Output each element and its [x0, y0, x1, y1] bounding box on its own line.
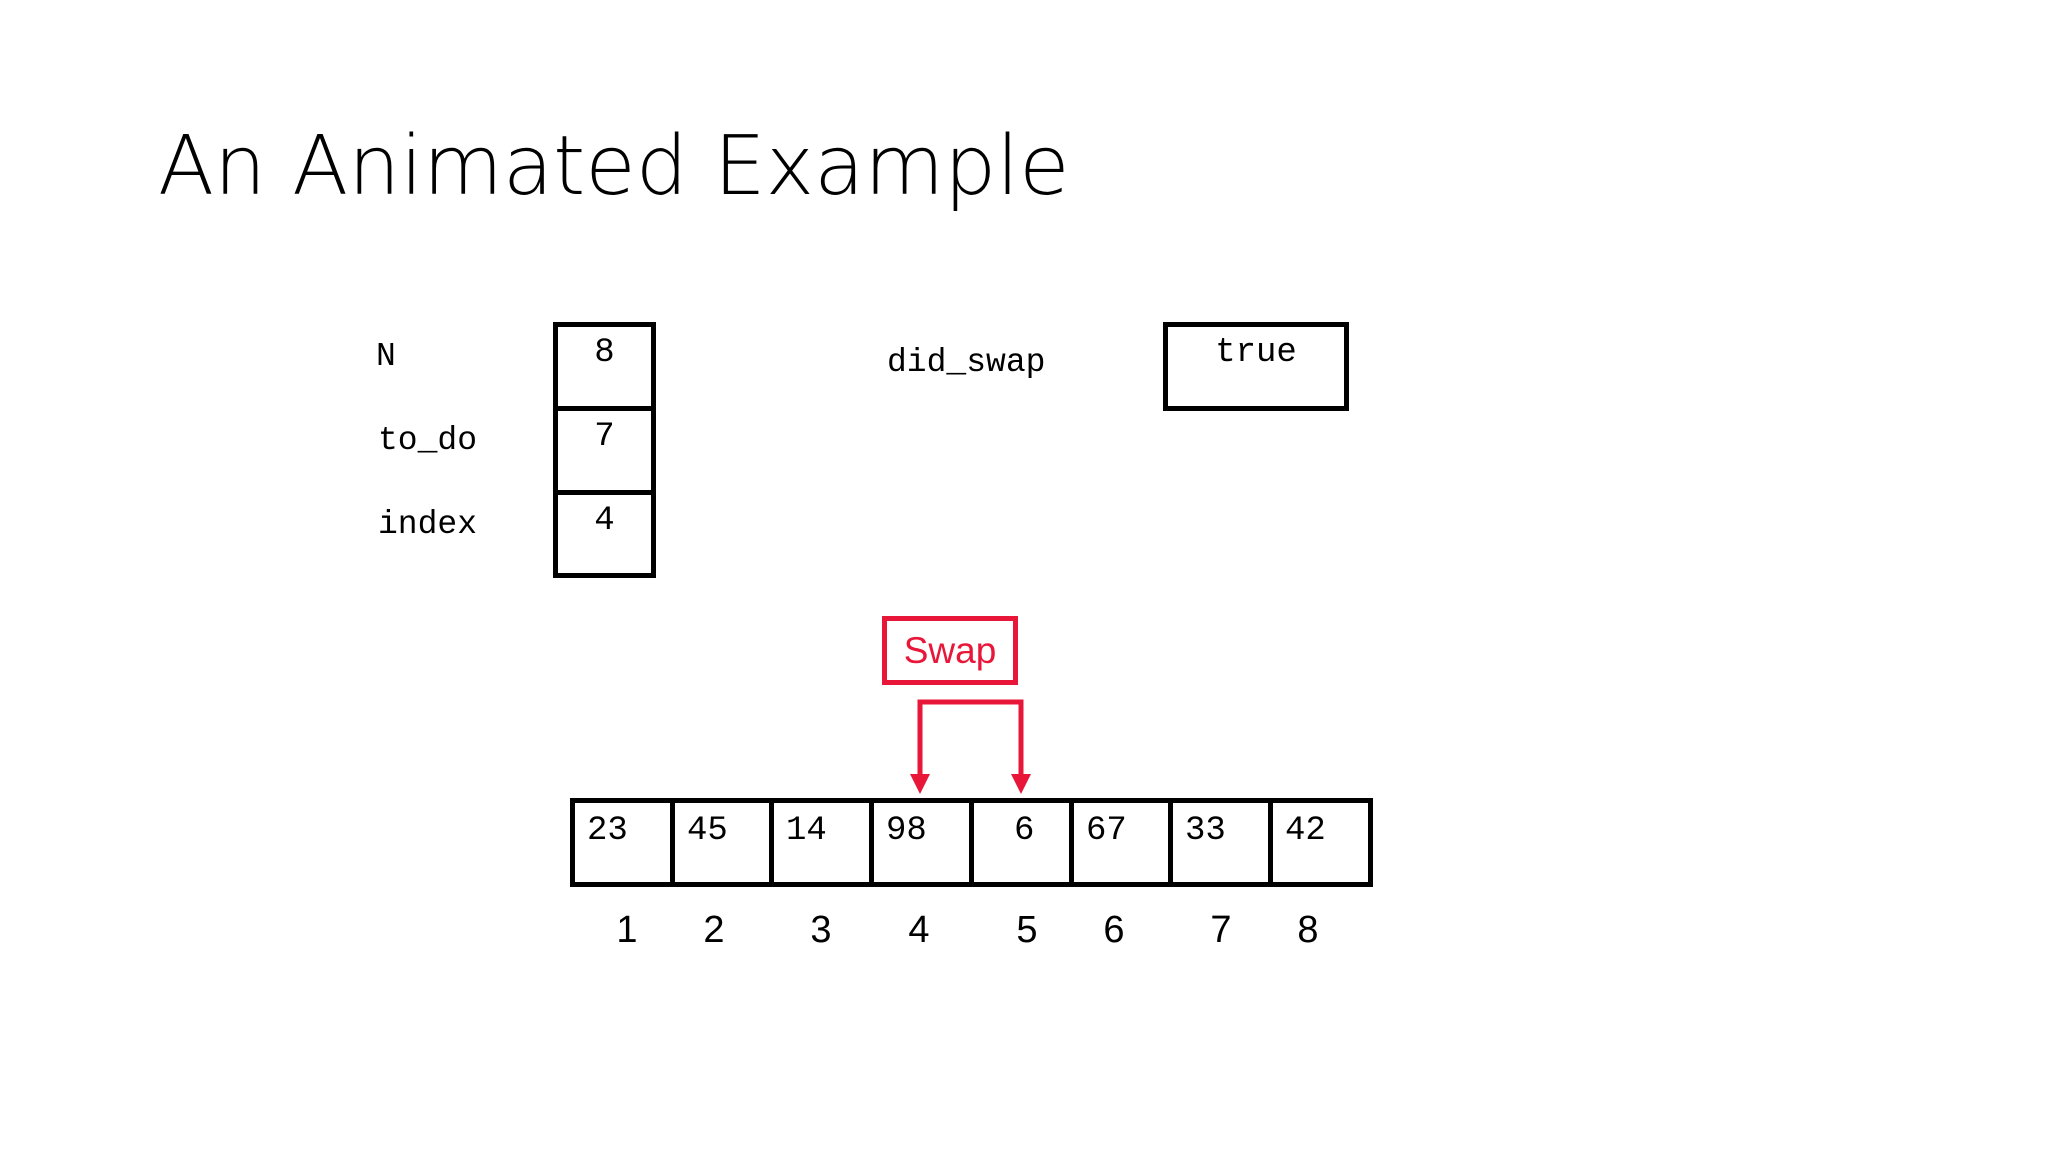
array-cell: 67	[1069, 798, 1173, 887]
var-label-did-swap: did_swap	[887, 344, 1046, 381]
var-value-n: 8	[594, 334, 615, 372]
array-cell-value: 45	[687, 812, 728, 850]
var-value-to-do: 7	[594, 418, 615, 456]
var-value-did-swap: true	[1215, 334, 1297, 372]
array-cell-value: 14	[786, 812, 827, 850]
var-label-n: N	[376, 338, 396, 375]
array-cell: 33	[1168, 798, 1273, 887]
swap-label-box: Swap	[882, 616, 1018, 685]
array-index-label: 4	[908, 909, 930, 951]
array-cell: 14	[769, 798, 874, 887]
swap-arrowhead-right	[1011, 774, 1031, 794]
var-cell-did-swap: true	[1163, 322, 1349, 411]
var-cell-index: 4	[553, 490, 656, 578]
array-cell-value: 42	[1285, 812, 1326, 850]
array-index-label: 6	[1103, 909, 1125, 951]
swap-arrowhead-left	[910, 774, 930, 794]
array-cell-value: 6	[1014, 812, 1035, 850]
array-cell-value: 98	[886, 812, 927, 850]
array-cell-value: 67	[1086, 812, 1127, 850]
var-value-index: 4	[594, 502, 615, 540]
swap-bracket-line	[917, 699, 1024, 779]
array-index-label: 2	[703, 909, 725, 951]
array-cell-value: 23	[587, 812, 628, 850]
array-cell: 98	[869, 798, 974, 887]
array-cell: 6	[969, 798, 1074, 887]
slide-title: An Animated Example	[158, 119, 1070, 214]
swap-label: Swap	[903, 630, 997, 671]
array-index-label: 3	[810, 909, 832, 951]
array-cell: 23	[570, 798, 675, 887]
array-index-label: 5	[1016, 909, 1038, 951]
var-label-to-do: to_do	[378, 422, 478, 459]
array-cell: 42	[1268, 798, 1373, 887]
array-index-label: 1	[616, 909, 638, 951]
array-index-label: 8	[1297, 909, 1319, 951]
array-index-label: 7	[1210, 909, 1232, 951]
array-cell-value: 33	[1185, 812, 1226, 850]
var-label-index: index	[378, 506, 478, 543]
array-cell: 45	[670, 798, 774, 887]
